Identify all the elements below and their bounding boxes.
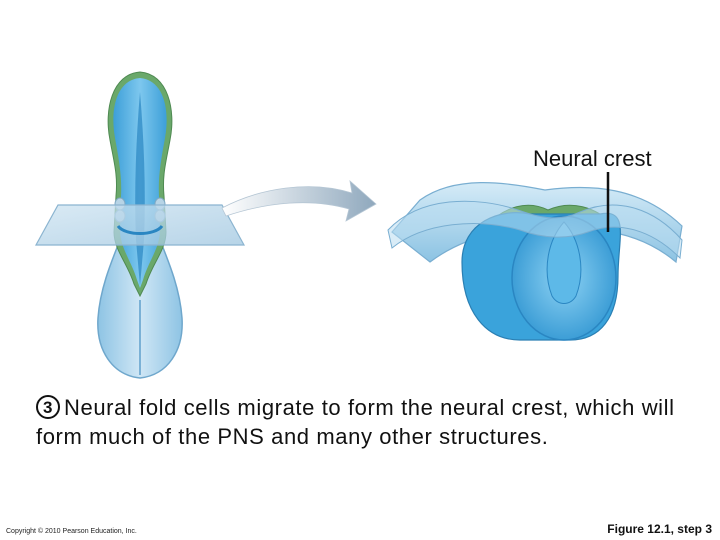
figure-reference: Figure 12.1, step 3	[607, 522, 712, 536]
transition-arrow	[221, 179, 377, 222]
central-canal	[546, 221, 582, 304]
step-number-badge: 3	[36, 395, 60, 419]
neural-crest-label: Neural crest	[533, 146, 652, 171]
section-plane	[34, 204, 246, 246]
copyright-notice: Copyright © 2010 Pearson Education, Inc.	[6, 528, 137, 535]
caption-text: Neural fold cells migrate to form the ne…	[36, 395, 675, 449]
neural-tube-cross-section	[387, 182, 683, 341]
